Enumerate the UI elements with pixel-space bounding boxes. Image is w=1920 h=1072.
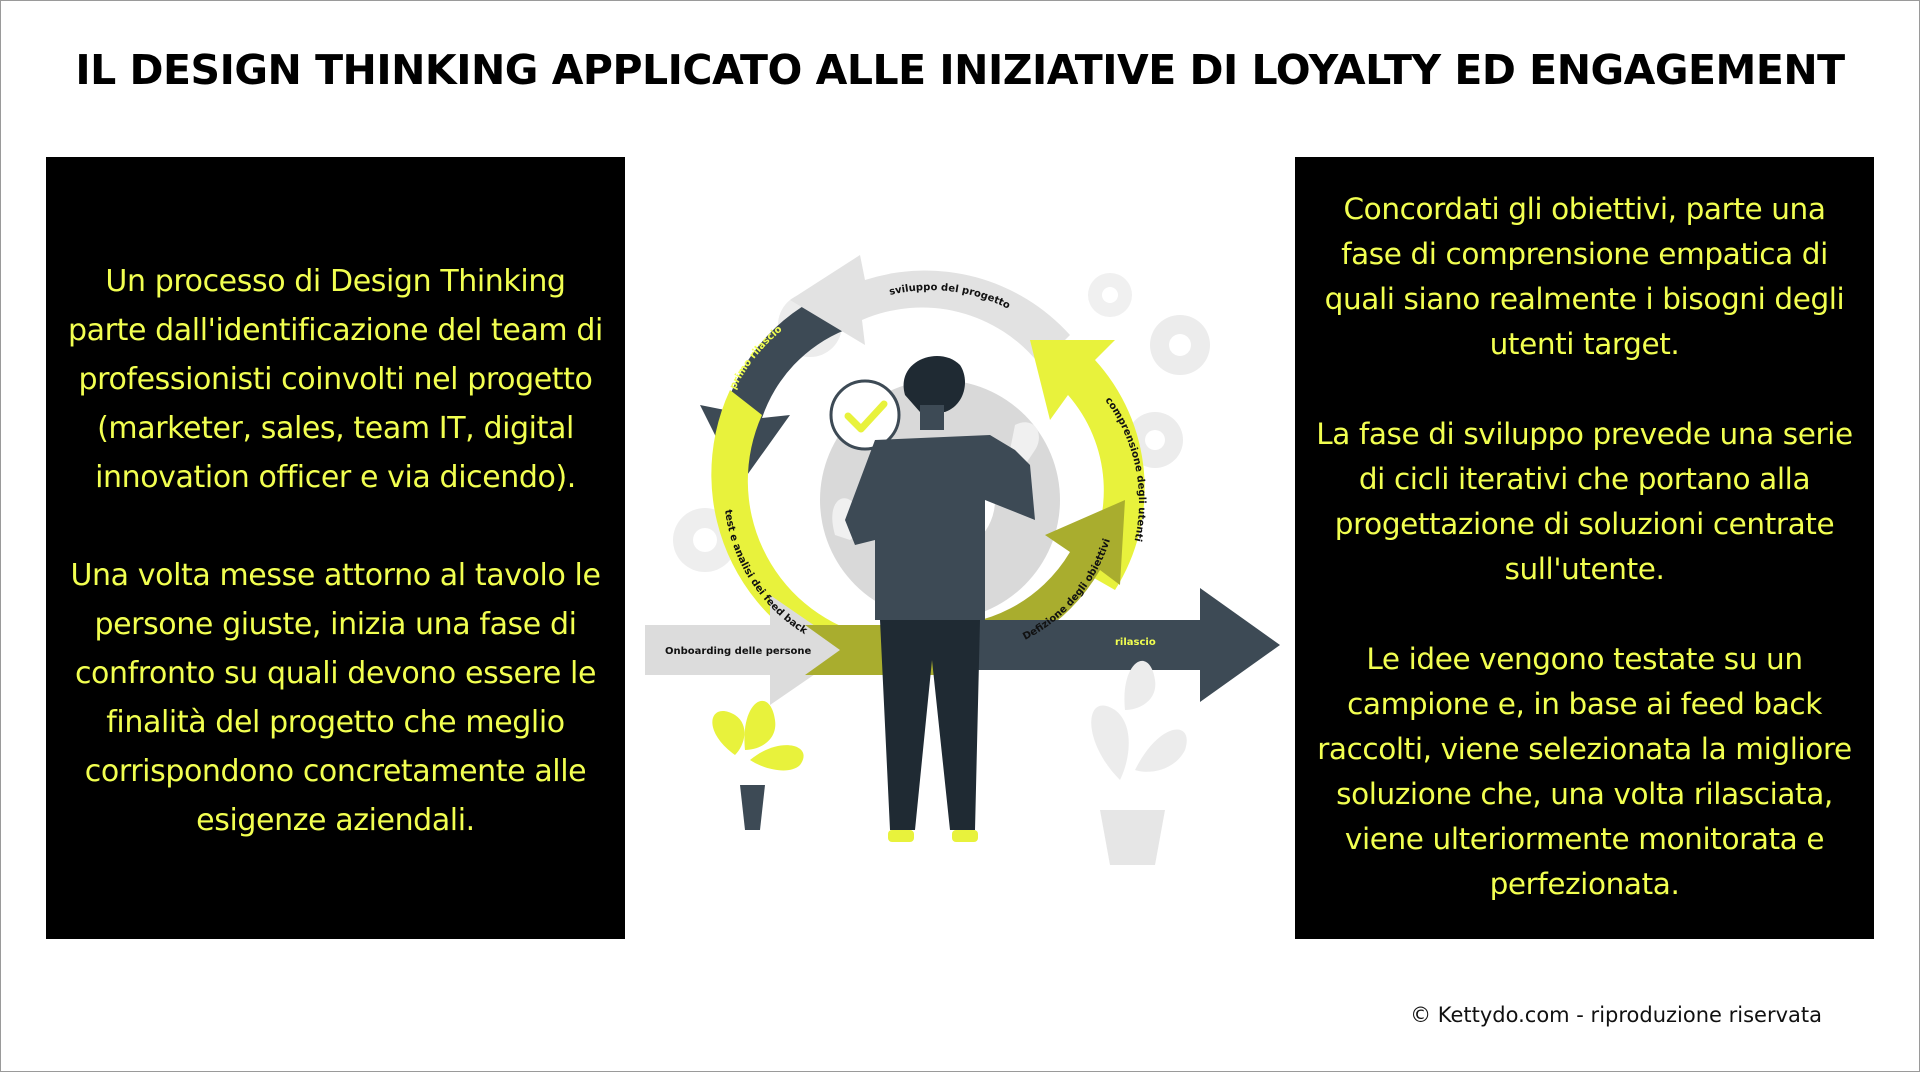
design-thinking-illustration: primo rilascio sviluppo del progetto com… bbox=[640, 240, 1300, 880]
right-paragraph-1: Concordati gli obiettivi, parte una fase… bbox=[1324, 192, 1845, 361]
plant-icon bbox=[1091, 660, 1187, 865]
check-icon bbox=[829, 379, 901, 451]
left-paragraph-2: Una volta messe attorno al tavolo le per… bbox=[70, 558, 601, 838]
gear-icon bbox=[1088, 273, 1132, 317]
right-paragraph-3: Le idee vengono testate su un campione e… bbox=[1317, 642, 1852, 901]
left-text-panel: Un processo di Design Thinking parte dal… bbox=[46, 157, 625, 939]
right-text-panel: Concordati gli obiettivi, parte una fase… bbox=[1295, 157, 1874, 939]
page-title: IL DESIGN THINKING APPLICATO ALLE INIZIA… bbox=[75, 46, 1845, 94]
cycle-diagram: primo rilascio sviluppo del progetto com… bbox=[645, 255, 1280, 865]
copyright-notice: © Kettydo.com - riproduzione riservata bbox=[1410, 1003, 1822, 1027]
person-figure bbox=[832, 356, 1039, 842]
left-paragraph-1: Un processo di Design Thinking parte dal… bbox=[68, 264, 603, 495]
onboarding-arrow bbox=[645, 595, 850, 705]
rilascio-arrow bbox=[960, 588, 1280, 702]
plant-icon bbox=[712, 700, 804, 830]
label-onboarding: Onboarding delle persone bbox=[665, 646, 812, 657]
label-rilascio: rilascio bbox=[1115, 637, 1156, 648]
right-paragraph-2: La fase di sviluppo prevede una serie di… bbox=[1316, 417, 1853, 586]
gear-icon bbox=[1150, 315, 1210, 375]
